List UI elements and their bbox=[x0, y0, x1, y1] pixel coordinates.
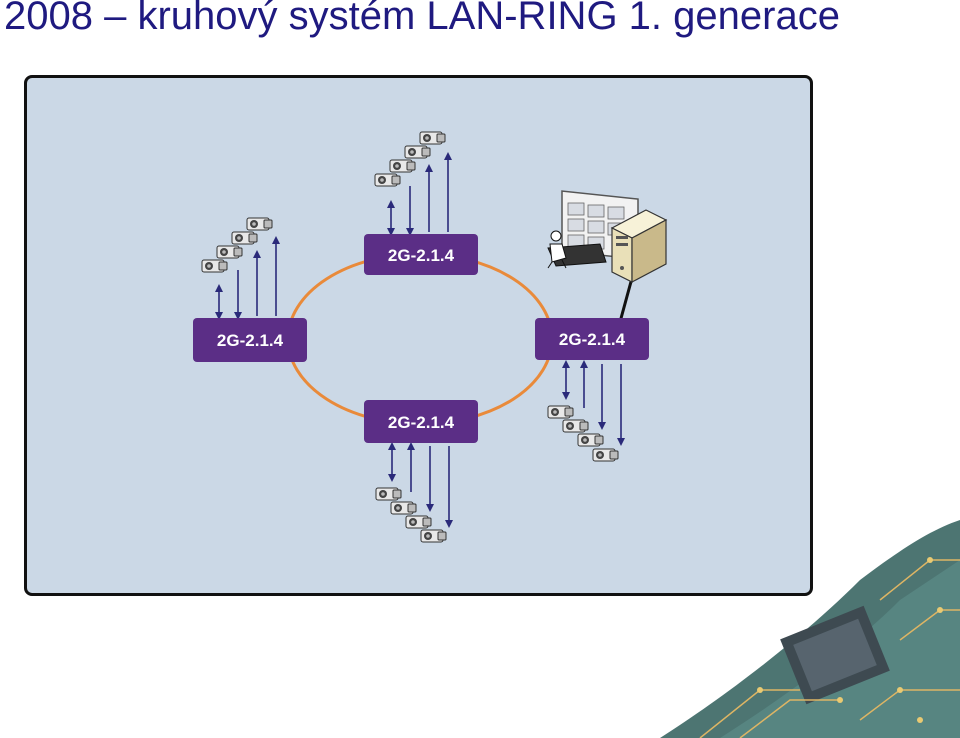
camera-icon bbox=[375, 487, 402, 501]
camera-group-left bbox=[201, 217, 273, 273]
camera-icon bbox=[374, 173, 401, 187]
bottom-arrows bbox=[388, 442, 453, 528]
camera-icon bbox=[577, 433, 604, 447]
switch-node-right: 2G-2.1.4 bbox=[535, 318, 649, 360]
left-arrows bbox=[215, 236, 280, 320]
camera-icon bbox=[420, 529, 447, 543]
camera-icon bbox=[405, 515, 432, 529]
node-label: 2G-2.1.4 bbox=[388, 246, 455, 265]
server-icon bbox=[610, 209, 668, 283]
circuit-board-decoration bbox=[660, 520, 960, 738]
switch-node-top: 2G-2.1.4 bbox=[364, 234, 478, 275]
camera-icon bbox=[216, 245, 243, 259]
camera-group-bottom bbox=[375, 487, 447, 543]
server-link bbox=[618, 277, 634, 323]
switch-node-bottom: 2G-2.1.4 bbox=[364, 400, 478, 443]
camera-icon bbox=[390, 501, 417, 515]
slide-title: 2008 – kruhový systém LAN-RING 1. genera… bbox=[4, 0, 840, 38]
camera-icon bbox=[592, 448, 619, 462]
camera-icon bbox=[547, 405, 574, 419]
camera-group-top bbox=[374, 131, 446, 187]
camera-group-right bbox=[547, 405, 619, 462]
top-arrows bbox=[387, 152, 452, 236]
lan-ring bbox=[286, 252, 554, 426]
diagram-panel bbox=[24, 75, 813, 596]
camera-icon bbox=[419, 131, 446, 145]
node-label: 2G-2.1.4 bbox=[559, 330, 626, 349]
camera-icon bbox=[404, 145, 431, 159]
camera-icon bbox=[389, 159, 416, 173]
node-label: 2G-2.1.4 bbox=[217, 331, 284, 350]
camera-icon bbox=[231, 231, 258, 245]
camera-icon bbox=[246, 217, 273, 231]
right-arrows bbox=[562, 360, 625, 446]
node-label: 2G-2.1.4 bbox=[388, 413, 455, 432]
switch-node-left: 2G-2.1.4 bbox=[193, 318, 307, 362]
camera-icon bbox=[562, 419, 589, 433]
camera-icon bbox=[201, 259, 228, 273]
